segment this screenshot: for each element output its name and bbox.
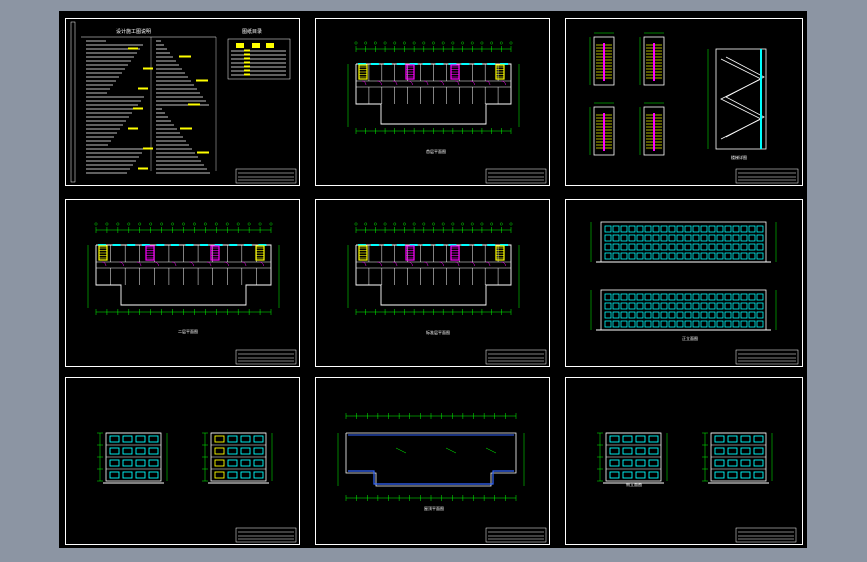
floor-plan-3-drawing <box>347 222 547 365</box>
floor-plan-3-caption: 标准层平面图 <box>426 330 450 335</box>
side-elevation-left-drawing <box>97 432 297 543</box>
cad-drawing-canvas[interactable]: 设计施工图说明 图纸目录 首层平面图 <box>59 11 807 548</box>
floor-plan-2-drawing <box>87 222 297 365</box>
stair-detail-drawing <box>589 32 799 184</box>
notes-header-text: 设计施工图说明 <box>116 28 151 35</box>
roof-caption: 屋顶平面图 <box>424 506 444 511</box>
floor-plan-1-drawing <box>347 41 547 184</box>
stair-detail-sheet[interactable]: 楼梯详图 <box>565 18 803 186</box>
section-sheet[interactable]: 屋顶平面图 <box>315 377 550 545</box>
side-elevation-sheet-left[interactable] <box>65 377 300 545</box>
floor-plan-sheet-2[interactable]: 二层平面图 <box>65 199 300 367</box>
floor-plan-1-caption: 首层平面图 <box>426 149 446 154</box>
stair-detail-caption: 楼梯详图 <box>731 155 747 160</box>
floor-plan-sheet-1[interactable]: 首层平面图 <box>315 18 550 186</box>
front-elevation-drawing <box>590 221 799 365</box>
elevation-sheet-side[interactable]: 侧立面图 <box>565 377 803 545</box>
front-elevation-caption: 正立面图 <box>682 336 698 341</box>
design-notes-drawing: 设计施工图说明 图纸目录 <box>70 21 297 184</box>
roof-outline-drawing <box>337 413 547 543</box>
notes-side-header-text: 图纸目录 <box>242 28 262 35</box>
side-elevation-caption: 侧立面图 <box>626 482 642 487</box>
side-elevation-right-drawing <box>597 432 797 543</box>
floor-plan-2-caption: 二层平面图 <box>178 329 198 334</box>
floor-plan-sheet-3[interactable]: 标准层平面图 <box>315 199 550 367</box>
design-notes-sheet[interactable]: 设计施工图说明 图纸目录 <box>65 18 300 186</box>
elevation-sheet-front[interactable]: 正立面图 <box>565 199 803 367</box>
